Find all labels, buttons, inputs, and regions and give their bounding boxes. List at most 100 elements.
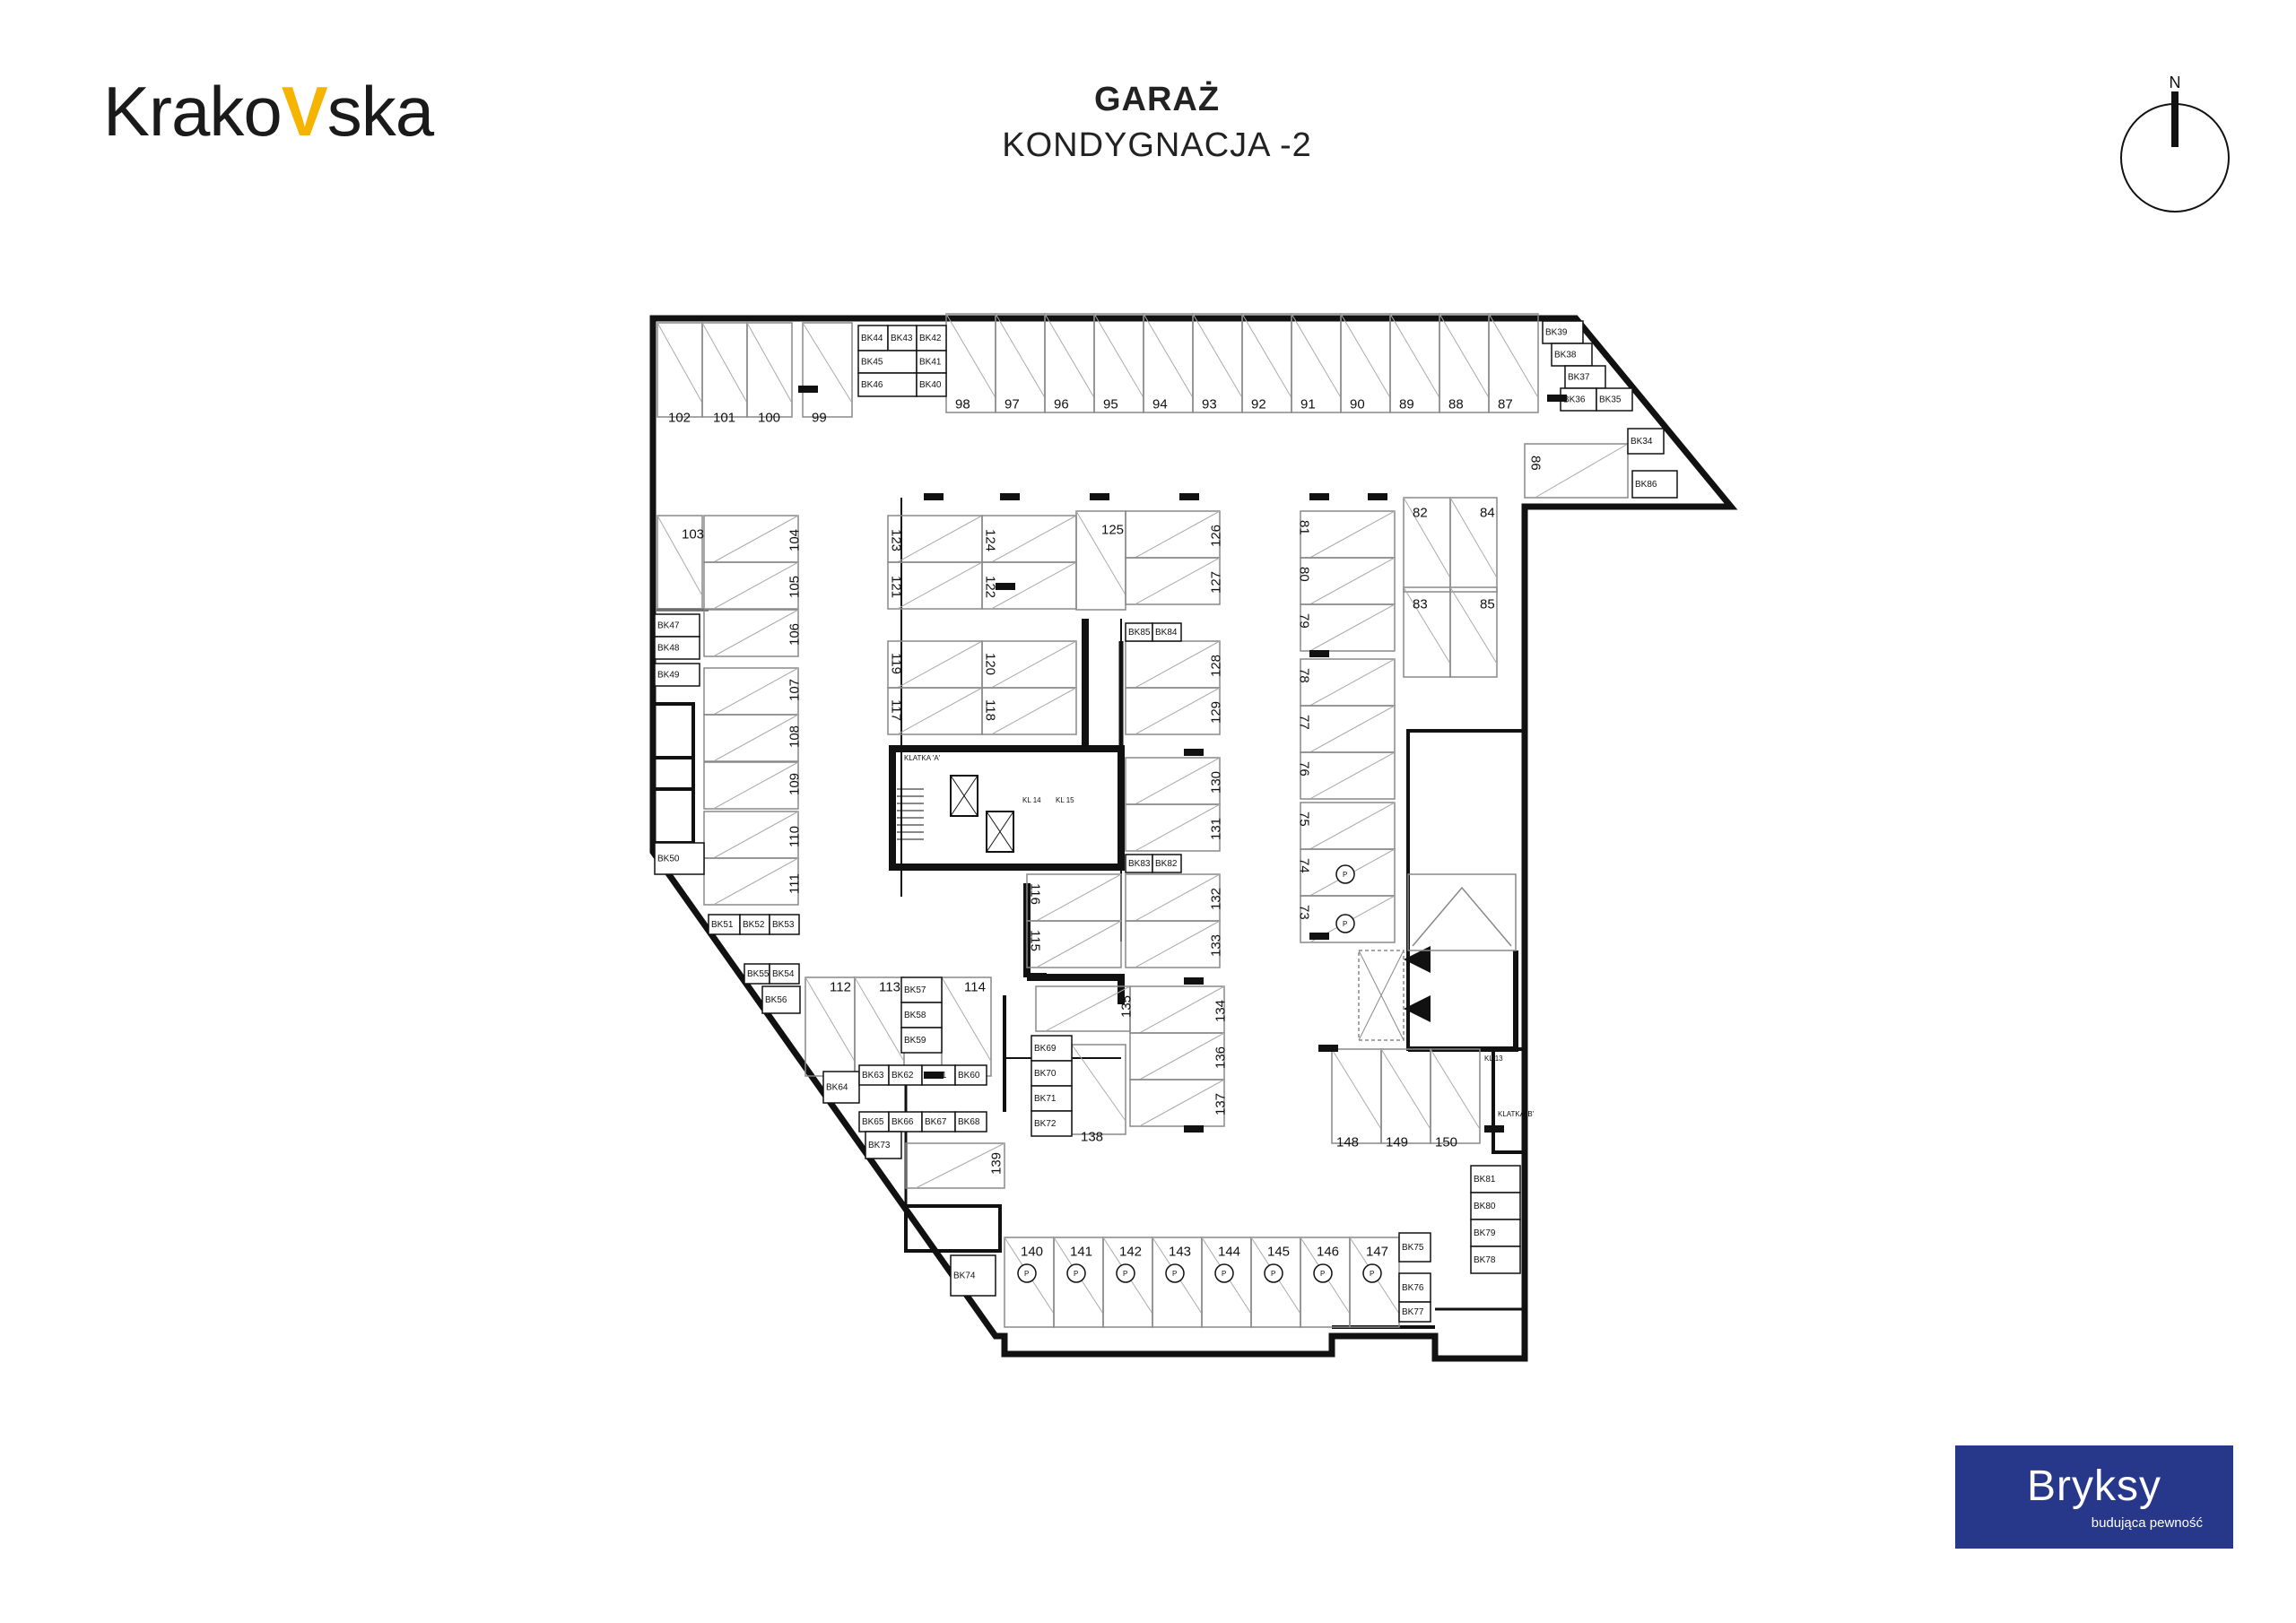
- parking-spot-label: 83: [1413, 596, 1428, 612]
- parking-spot-80: [1300, 557, 1396, 605]
- column-mark: [924, 493, 944, 500]
- parking-spot-107: [703, 667, 799, 716]
- ev-symbol: P: [1343, 871, 1347, 879]
- parking-spot-label: 110: [787, 826, 802, 847]
- parking-spot-91: [1291, 313, 1342, 413]
- storage-unit-label: BK58: [904, 1011, 926, 1020]
- parking-spot-108: [703, 714, 799, 762]
- column-mark: [924, 1072, 944, 1079]
- ramp-area: [1358, 950, 1405, 1041]
- parking-spot-label: 99: [812, 410, 827, 425]
- column-mark: [1309, 933, 1329, 940]
- parking-spot-99: [802, 322, 853, 418]
- spot-diagonal: [1036, 920, 1122, 968]
- storage-unit-bk37: [1564, 365, 1606, 389]
- plan-walls: [649, 315, 1738, 1362]
- column-mark: [1027, 973, 1047, 980]
- storage-unit-bk73: [865, 1131, 902, 1159]
- storage-unit-label: BK78: [1474, 1255, 1496, 1265]
- parking-spot-89: [1389, 313, 1440, 413]
- parking-spot-label: 95: [1103, 396, 1118, 412]
- ramp-area: [1407, 873, 1517, 951]
- spot-diagonal: [1241, 313, 1292, 398]
- parking-spot-label: 130: [1208, 771, 1223, 794]
- parking-spot-134: [1129, 985, 1225, 1034]
- logo-v: V: [281, 72, 328, 151]
- spot-diagonal: [657, 322, 703, 404]
- parking-spot-label: 114: [964, 979, 986, 994]
- parking-spot-90: [1340, 313, 1391, 413]
- storage-unit-label: BK72: [1034, 1119, 1057, 1129]
- storage-unit-bk49: [654, 663, 700, 687]
- storage-unit-label: BK65: [862, 1117, 884, 1127]
- storage-unit-label: BK63: [862, 1071, 884, 1081]
- parking-spot-131: [1125, 803, 1221, 852]
- ev-symbol: P: [1271, 1270, 1275, 1278]
- room-label: KL 13: [1484, 1055, 1503, 1063]
- parking-spot-label: 135: [1118, 995, 1134, 1018]
- storage-unit-bk59: [900, 1027, 943, 1054]
- spot-diagonal: [713, 811, 799, 859]
- storage-unit-label: BK60: [958, 1071, 980, 1081]
- storage-unit-bk77: [1398, 1301, 1431, 1323]
- parking-spot-103: [657, 515, 703, 611]
- storage-unit-label: BK55: [747, 969, 770, 979]
- storage-unit-label: BK67: [925, 1117, 947, 1127]
- spot-diagonal: [701, 322, 748, 404]
- parking-spot-label: 73: [1297, 905, 1312, 920]
- parking-spot-148: [1331, 1048, 1382, 1144]
- parking-spot-137: [1129, 1079, 1225, 1127]
- ev-charging-icon: [1214, 1263, 1234, 1283]
- spot-diagonal: [1044, 313, 1095, 398]
- spot-diagonal: [1331, 1048, 1382, 1130]
- column-mark: [1368, 493, 1387, 500]
- spot-diagonal: [804, 976, 856, 1062]
- parking-spot-126: [1125, 510, 1221, 559]
- parking-spot-label: 93: [1202, 396, 1217, 412]
- parking-spot-label: 109: [787, 773, 802, 795]
- storage-unit-bk42: [916, 325, 947, 352]
- spot-diagonal: [1135, 640, 1221, 689]
- storage-unit-label: BK74: [953, 1271, 976, 1281]
- room-label: KL 15: [1056, 796, 1074, 804]
- parking-spot-label: 116: [1028, 883, 1043, 905]
- storage-unit-label: BK83: [1128, 859, 1151, 869]
- parking-spot-label: 105: [787, 576, 802, 598]
- elevator: [986, 811, 1014, 853]
- parking-spot-label: 145: [1267, 1244, 1290, 1259]
- spot-diagonal: [657, 515, 703, 596]
- parking-spot-label: 112: [830, 979, 851, 994]
- parking-spot-label: 78: [1297, 668, 1312, 683]
- spot-diagonal: [1139, 1032, 1225, 1081]
- storage-unit-bk60: [954, 1064, 987, 1086]
- storage-unit-bk64: [822, 1071, 860, 1104]
- parking-spot-label: 79: [1297, 613, 1312, 629]
- parking-spot-78: [1300, 658, 1396, 707]
- parking-spot-label: 122: [983, 576, 998, 598]
- parking-spot-label: 127: [1208, 571, 1223, 594]
- storage-unit-label: BK52: [743, 920, 765, 930]
- storage-unit-label: BK70: [1034, 1069, 1057, 1079]
- storage-unit-label: BK51: [711, 920, 734, 930]
- brand-tagline: budująca pewność: [2091, 1515, 2203, 1531]
- parking-spot-label: 132: [1208, 888, 1223, 910]
- parking-spot-label: 138: [1081, 1129, 1103, 1144]
- column-mark: [1000, 493, 1020, 500]
- parking-spot-111: [703, 857, 799, 906]
- spot-diagonal: [746, 322, 793, 404]
- parking-spot-label: 125: [1101, 522, 1124, 537]
- column-mark: [1184, 977, 1204, 985]
- storage-unit-bk86: [1631, 470, 1678, 499]
- parking-spot-label: 100: [758, 410, 780, 425]
- parking-spot-94: [1143, 313, 1194, 413]
- parking-spot-label: 144: [1218, 1244, 1240, 1259]
- storage-unit-label: BK84: [1155, 628, 1178, 638]
- storage-unit-label: BK45: [861, 358, 883, 368]
- parking-spot-98: [945, 313, 996, 413]
- parking-spot-132: [1125, 873, 1221, 922]
- ev-symbol: P: [1370, 1270, 1374, 1278]
- spot-diagonal: [1380, 1048, 1431, 1130]
- storage-unit-bk76: [1398, 1272, 1431, 1303]
- parking-spot-label: 107: [787, 679, 802, 701]
